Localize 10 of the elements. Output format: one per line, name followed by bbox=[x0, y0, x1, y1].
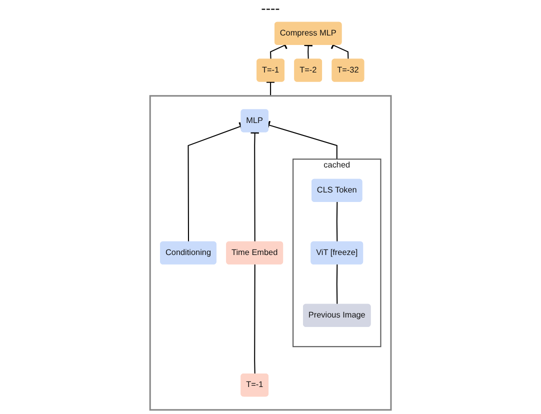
connector bbox=[266, 120, 338, 160]
connector-line bbox=[336, 202, 338, 242]
connector bbox=[188, 122, 243, 242]
connector bbox=[303, 44, 314, 60]
connector-line bbox=[336, 264, 338, 304]
connector bbox=[250, 132, 260, 242]
cluster bbox=[149, 95, 392, 411]
connector bbox=[266, 81, 276, 96]
connector-line bbox=[254, 264, 256, 374]
ellipsis-text: ---- bbox=[261, 0, 280, 18]
